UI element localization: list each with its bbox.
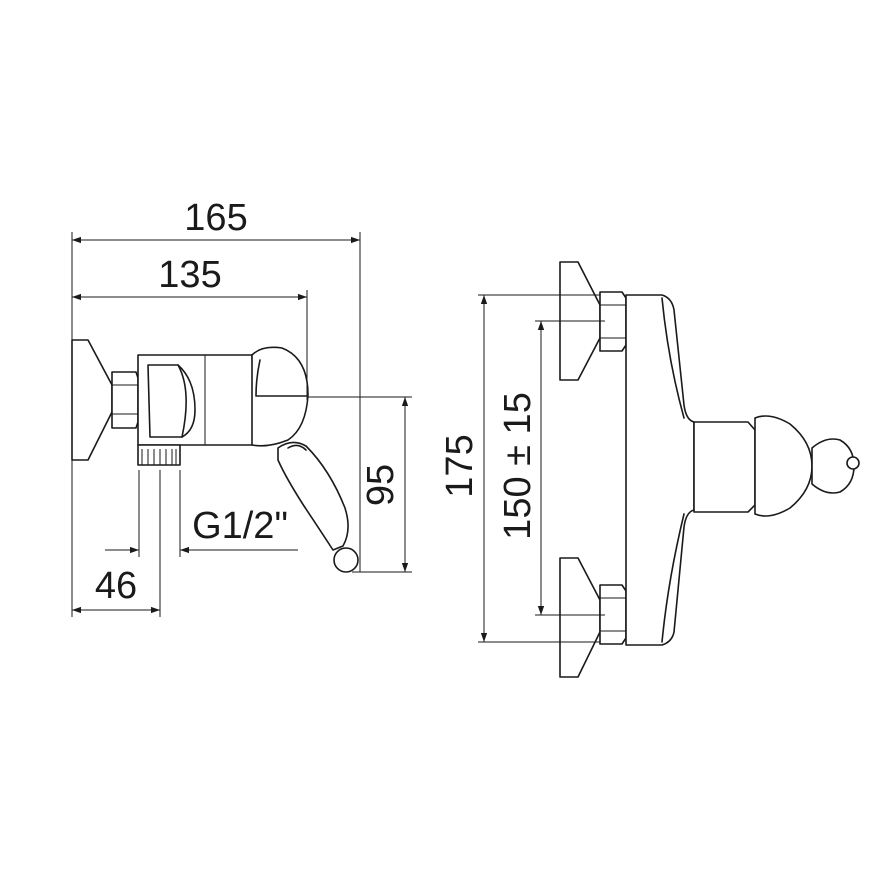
side-view <box>71 339 359 573</box>
dim-label-95: 95 <box>360 464 402 506</box>
cartridge-housing <box>693 421 756 513</box>
dim-label-135: 135 <box>158 254 221 296</box>
mixer-body <box>137 354 256 446</box>
lever-knob <box>333 547 359 573</box>
front-cap <box>754 415 813 517</box>
thread-label: G1/2" <box>192 505 288 547</box>
inlet-thread <box>137 444 181 466</box>
dim-label-175: 175 <box>439 434 481 497</box>
bottom-flange <box>559 557 601 678</box>
dim-label-165: 165 <box>184 197 247 239</box>
front-lever-tip <box>846 456 860 470</box>
hex-nut <box>111 371 139 429</box>
dim-label-150: 150 ± 15 <box>497 392 539 540</box>
front-mixer-body <box>625 294 695 646</box>
lever-handle <box>277 441 349 551</box>
side-dimension-lines <box>72 236 409 614</box>
wall-flange <box>71 339 113 461</box>
front-dimension-lines <box>480 295 545 642</box>
front-extension-lines <box>478 294 605 643</box>
dim-label-46: 46 <box>95 565 137 607</box>
